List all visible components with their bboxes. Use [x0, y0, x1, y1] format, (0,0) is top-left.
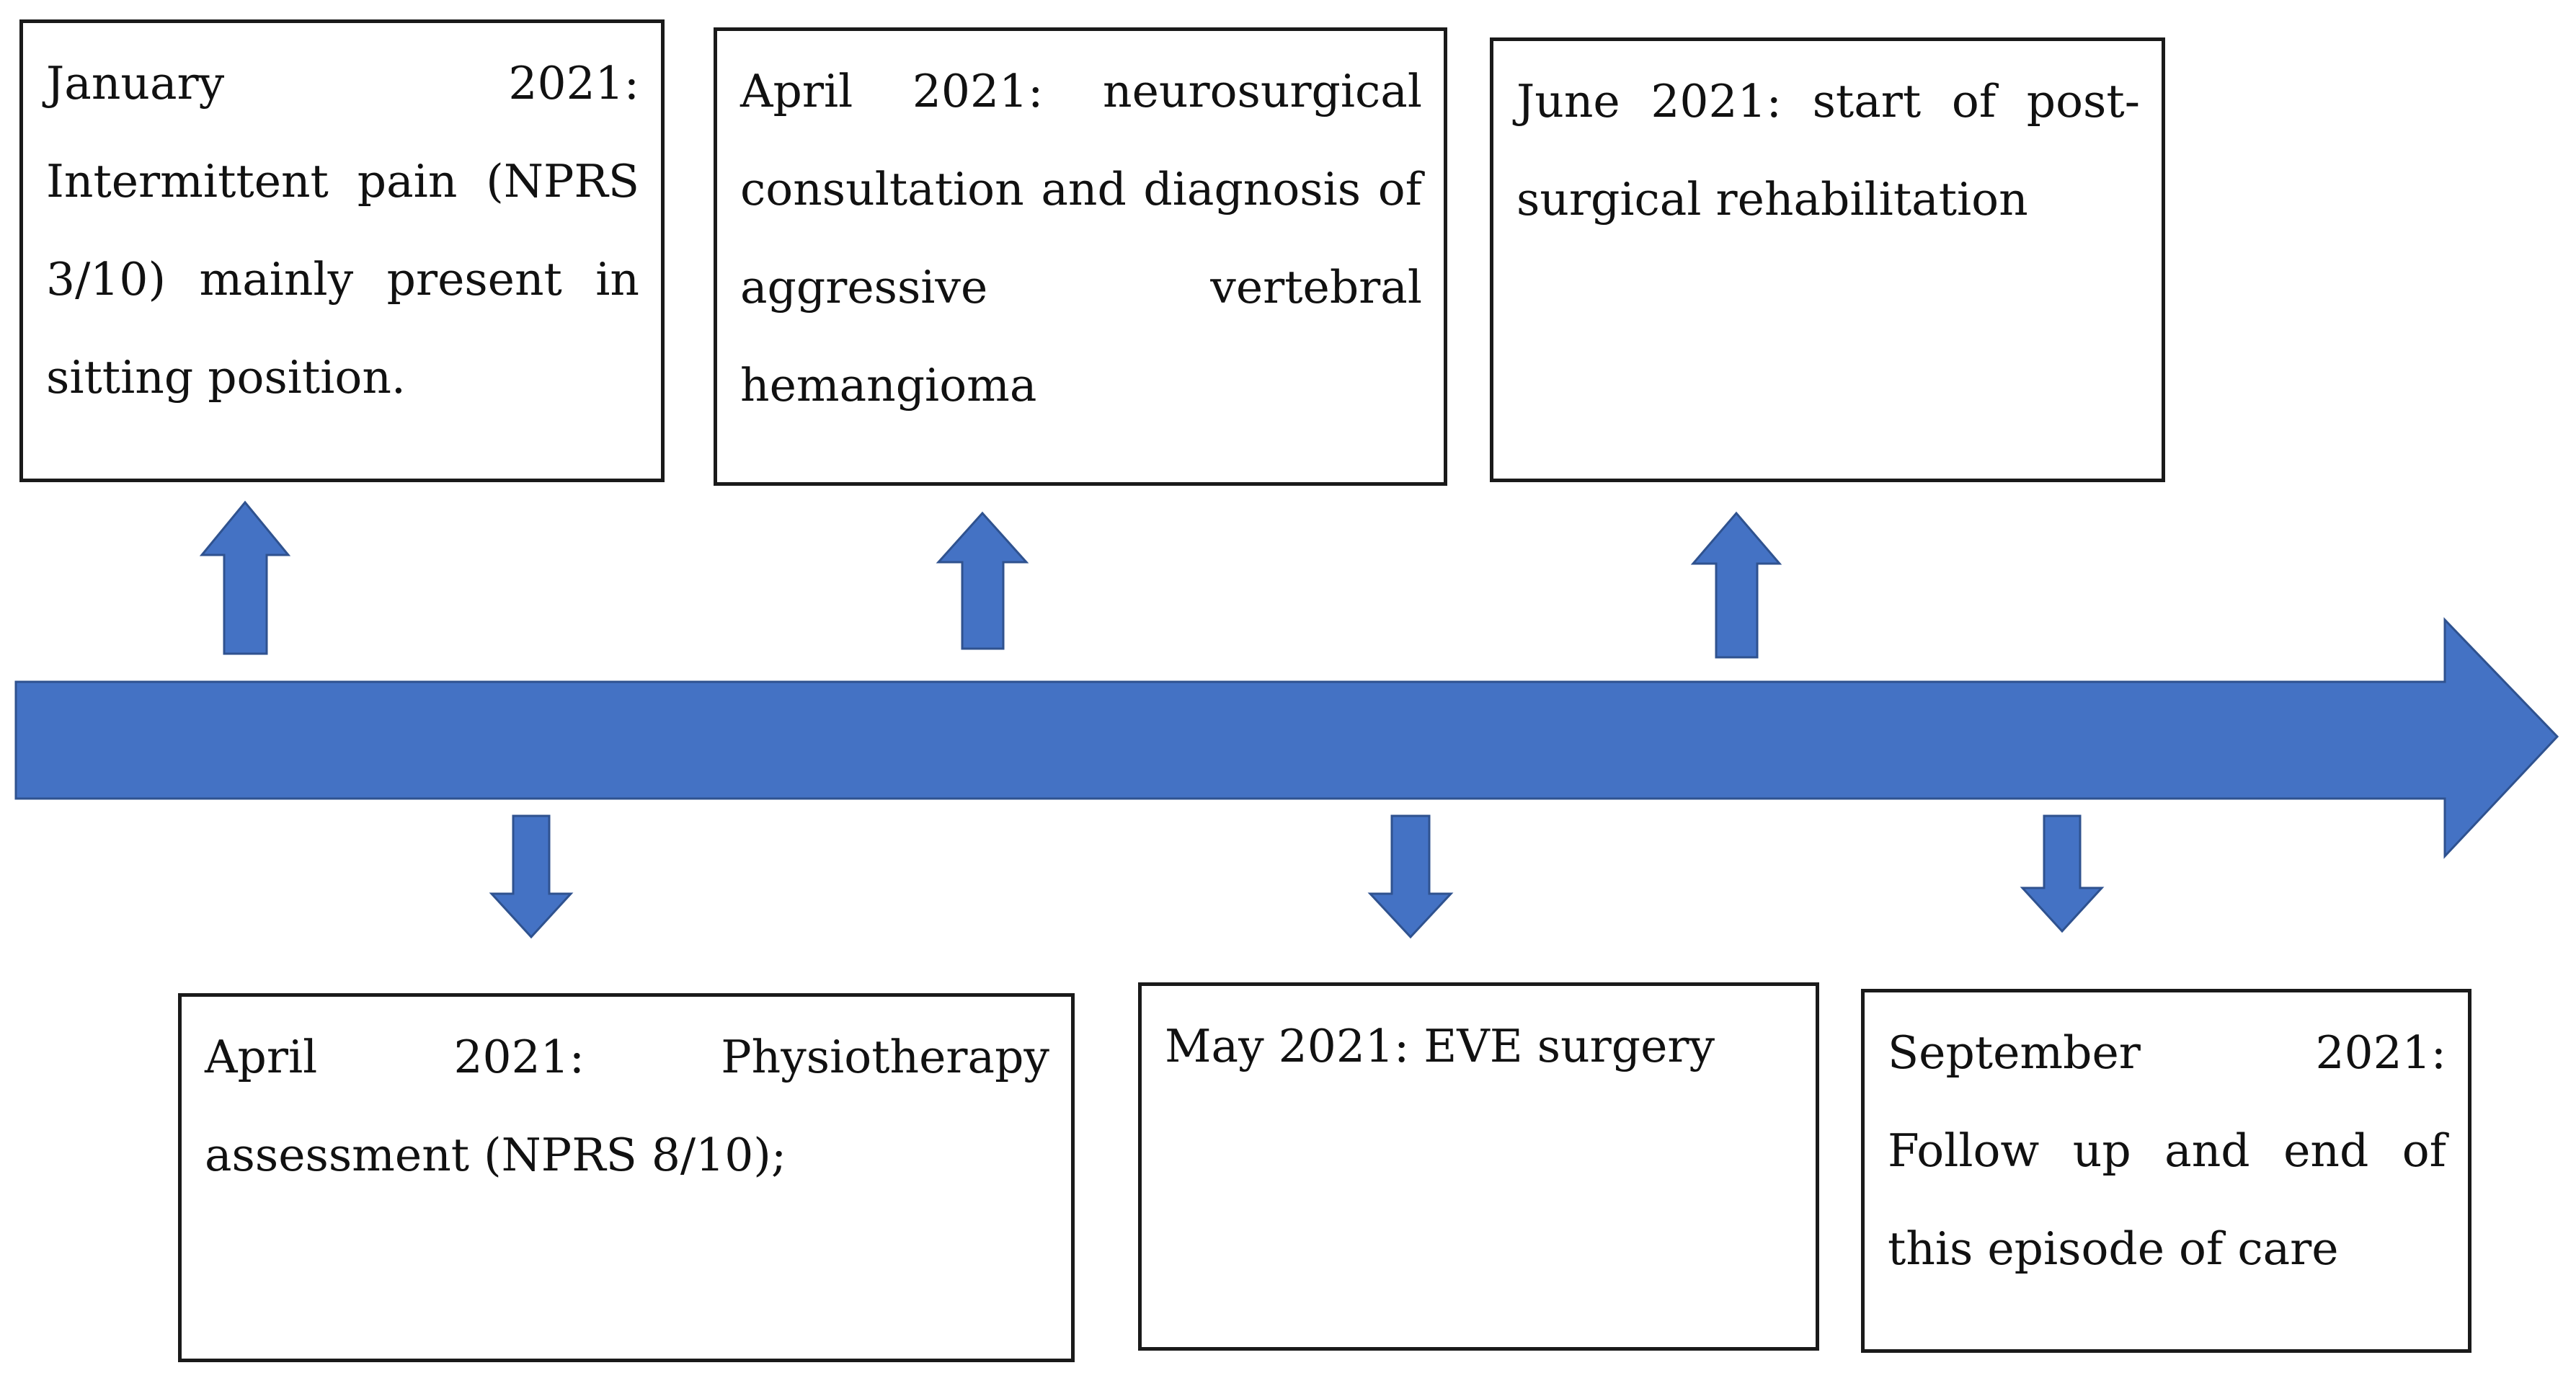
event-box-june-2021: June 2021: start of post-surgical rehabi… [1490, 37, 2165, 482]
down-arrow-april-2021-physiotherapy [489, 814, 574, 939]
up-arrow-june-2021 [1690, 511, 1782, 659]
up-arrow-april-2021-neurosurgical [936, 511, 1029, 650]
event-box-january-2021: January 2021: Intermittent pain (NPRS 3/… [19, 19, 665, 482]
event-text: April 2021: neurosurgical consultation a… [740, 65, 1422, 412]
event-box-may-2021: May 2021: EVE surgery [1138, 982, 1819, 1351]
down-arrow-september-2021 [2020, 814, 2105, 933]
timeline-main-arrow [14, 617, 2559, 859]
event-text: September 2021: Follow up and end of thi… [1888, 1026, 2446, 1275]
event-text: January 2021: Intermittent pain (NPRS 3/… [46, 57, 639, 404]
event-box-september-2021: September 2021: Follow up and end of thi… [1861, 989, 2471, 1353]
event-text: May 2021: EVE surgery [1165, 1020, 1715, 1072]
down-arrow-may-2021 [1367, 814, 1454, 939]
event-text: June 2021: start of post-surgical rehabi… [1516, 75, 2140, 226]
event-text: April 2021: Physiotherapy assessment (NP… [205, 1031, 1049, 1181]
event-box-april-2021-physiotherapy: April 2021: Physiotherapy assessment (NP… [178, 993, 1075, 1362]
event-box-april-2021-neurosurgical: April 2021: neurosurgical consultation a… [714, 27, 1447, 486]
up-arrow-january-2021 [199, 500, 291, 655]
